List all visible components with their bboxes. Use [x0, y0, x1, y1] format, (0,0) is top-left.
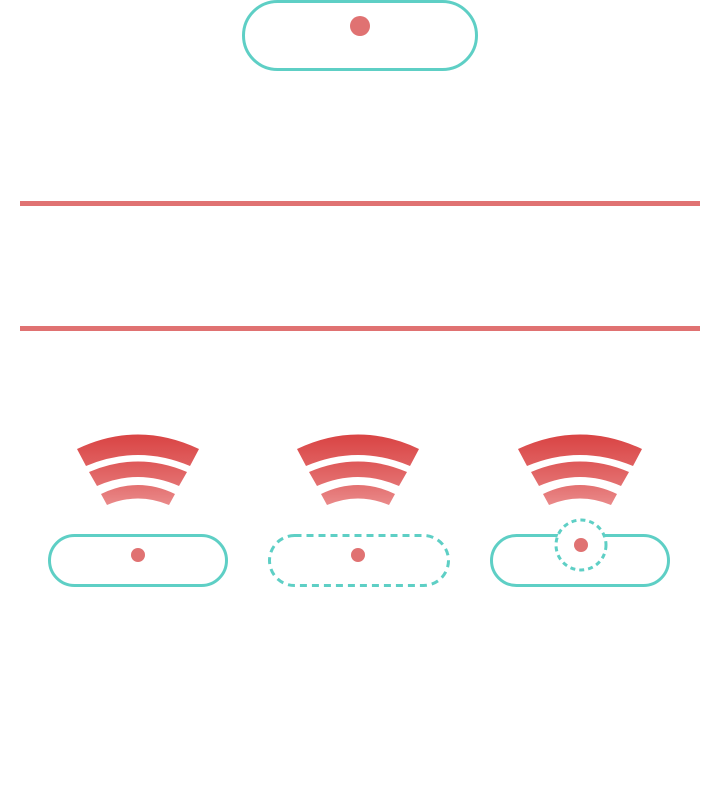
barrier [20, 201, 700, 331]
state-ringed [490, 434, 670, 587]
device-pill-icon [242, 0, 478, 71]
signal-waves-icon [518, 434, 642, 505]
indicator-dot-icon [351, 548, 365, 562]
state-dashed [268, 434, 450, 587]
device-pill-icon [48, 534, 228, 587]
top-device [242, 0, 478, 71]
state-connected [48, 434, 228, 587]
barrier-line-bottom [20, 326, 700, 331]
device-pill-dashed-icon [268, 534, 450, 587]
signal-waves-icon [297, 434, 419, 505]
barrier-line-top [20, 201, 700, 206]
indicator-dot-icon [350, 16, 370, 36]
indicator-dot-icon [574, 538, 588, 552]
indicator-dot-icon [131, 548, 145, 562]
signal-waves-icon [77, 434, 199, 505]
